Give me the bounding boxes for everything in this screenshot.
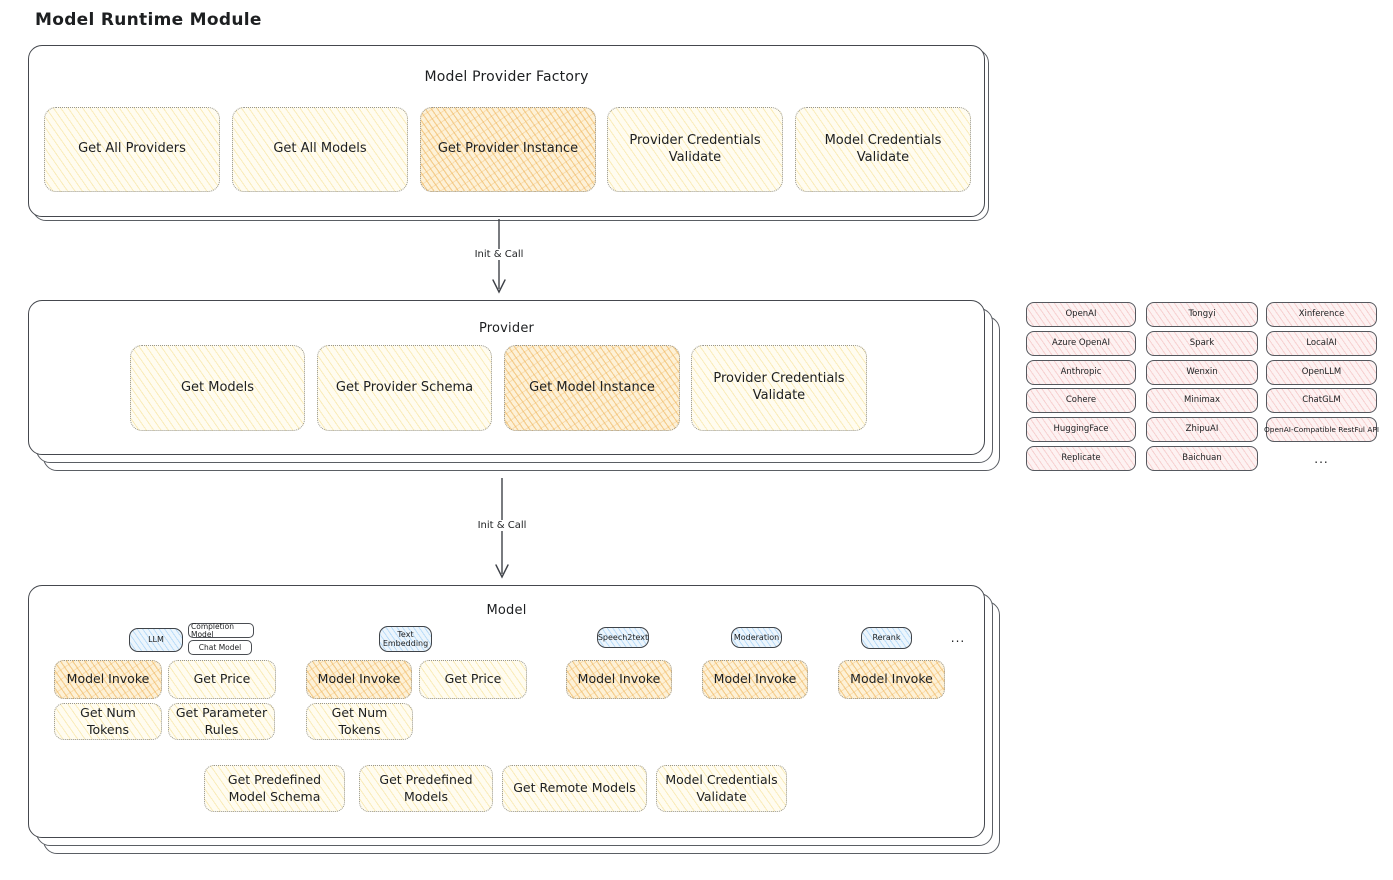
- init-call-label-top: Init & Call: [467, 249, 531, 260]
- provider-cell-azure-openai: Azure OpenAI: [1026, 331, 1136, 356]
- tab-llm: LLM: [129, 628, 183, 652]
- factory-button-get-all-models: Get All Models: [232, 107, 408, 192]
- provider-cell-cohere: Cohere: [1026, 388, 1136, 413]
- provider-button-get-model-instance: Get Model Instance: [504, 345, 680, 431]
- provider-cell-localai: LocalAI: [1266, 331, 1377, 356]
- get-predefined-models-button: Get Predefined Models: [359, 765, 493, 812]
- llm-get-num-tokens-button: Get Num Tokens: [54, 703, 162, 740]
- tab-speech2text: Speech2text: [597, 627, 649, 648]
- moderation-model-invoke-button: Model Invoke: [702, 660, 808, 699]
- text-embedding-get-num-tokens-button: Get Num Tokens: [306, 703, 413, 740]
- provider-button-get-provider-schema: Get Provider Schema: [317, 345, 492, 431]
- provider-cell-openllm: OpenLLM: [1266, 360, 1377, 385]
- llm-model-invoke-button: Model Invoke: [54, 660, 162, 699]
- model-credentials-validate-button: Model Credentials Validate: [656, 765, 787, 812]
- llm-get-parameter-rules-button: Get Parameter Rules: [168, 703, 275, 740]
- provider-cell-wenxin: Wenxin: [1146, 360, 1258, 385]
- provider-cell-spark: Spark: [1146, 331, 1258, 356]
- provider-button-provider-credentials-validate: Provider Credentials Validate: [691, 345, 867, 431]
- tab-rerank: Rerank: [861, 627, 912, 649]
- provider-grid-ellipsis: ...: [1314, 451, 1329, 466]
- provider-button-get-models: Get Models: [130, 345, 305, 431]
- provider-title: Provider: [478, 321, 535, 336]
- provider-cell-replicate: Replicate: [1026, 446, 1136, 471]
- provider-cell-xinference: Xinference: [1266, 302, 1377, 327]
- provider-cell-minimax: Minimax: [1146, 388, 1258, 413]
- tab-text-embedding: Text Embedding: [379, 626, 432, 652]
- text-embedding-model-invoke-button: Model Invoke: [306, 660, 412, 699]
- model-tabs-ellipsis: ...: [950, 631, 966, 645]
- page-title: Model Runtime Module: [35, 10, 262, 30]
- factory-button-model-credentials-validate: Model Credentials Validate: [795, 107, 971, 192]
- text-embedding-get-price-button: Get Price: [419, 660, 527, 699]
- tab-chat-model: Chat Model: [188, 640, 252, 655]
- rerank-model-invoke-button: Model Invoke: [838, 660, 945, 699]
- provider-cell-baichuan: Baichuan: [1146, 446, 1258, 471]
- tab-completion-model: Completion Model: [188, 623, 254, 638]
- llm-get-price-button: Get Price: [168, 660, 276, 699]
- provider-cell-chatglm: ChatGLM: [1266, 388, 1377, 413]
- provider-cell-huggingface: HuggingFace: [1026, 417, 1136, 442]
- factory-button-provider-credentials-validate: Provider Credentials Validate: [607, 107, 783, 192]
- get-remote-models-button: Get Remote Models: [502, 765, 647, 812]
- model-title: Model: [486, 603, 527, 618]
- factory-button-get-all-providers: Get All Providers: [44, 107, 220, 192]
- factory-button-get-provider-instance: Get Provider Instance: [420, 107, 596, 192]
- provider-cell-openai-compatible-restful-api: OpenAI-Compatible RestFul API: [1264, 417, 1379, 442]
- get-predefined-model-schema-button: Get Predefined Model Schema: [204, 765, 345, 812]
- speech2text-model-invoke-button: Model Invoke: [566, 660, 672, 699]
- factory-title: Model Provider Factory: [424, 69, 589, 85]
- provider-cell-anthropic: Anthropic: [1026, 360, 1136, 385]
- init-call-label-bottom: Init & Call: [470, 520, 534, 531]
- tab-moderation: Moderation: [731, 627, 782, 648]
- provider-cell-zhipuai: ZhipuAI: [1146, 417, 1258, 442]
- provider-cell-openai: OpenAI: [1026, 302, 1136, 327]
- provider-cell-tongyi: Tongyi: [1146, 302, 1258, 327]
